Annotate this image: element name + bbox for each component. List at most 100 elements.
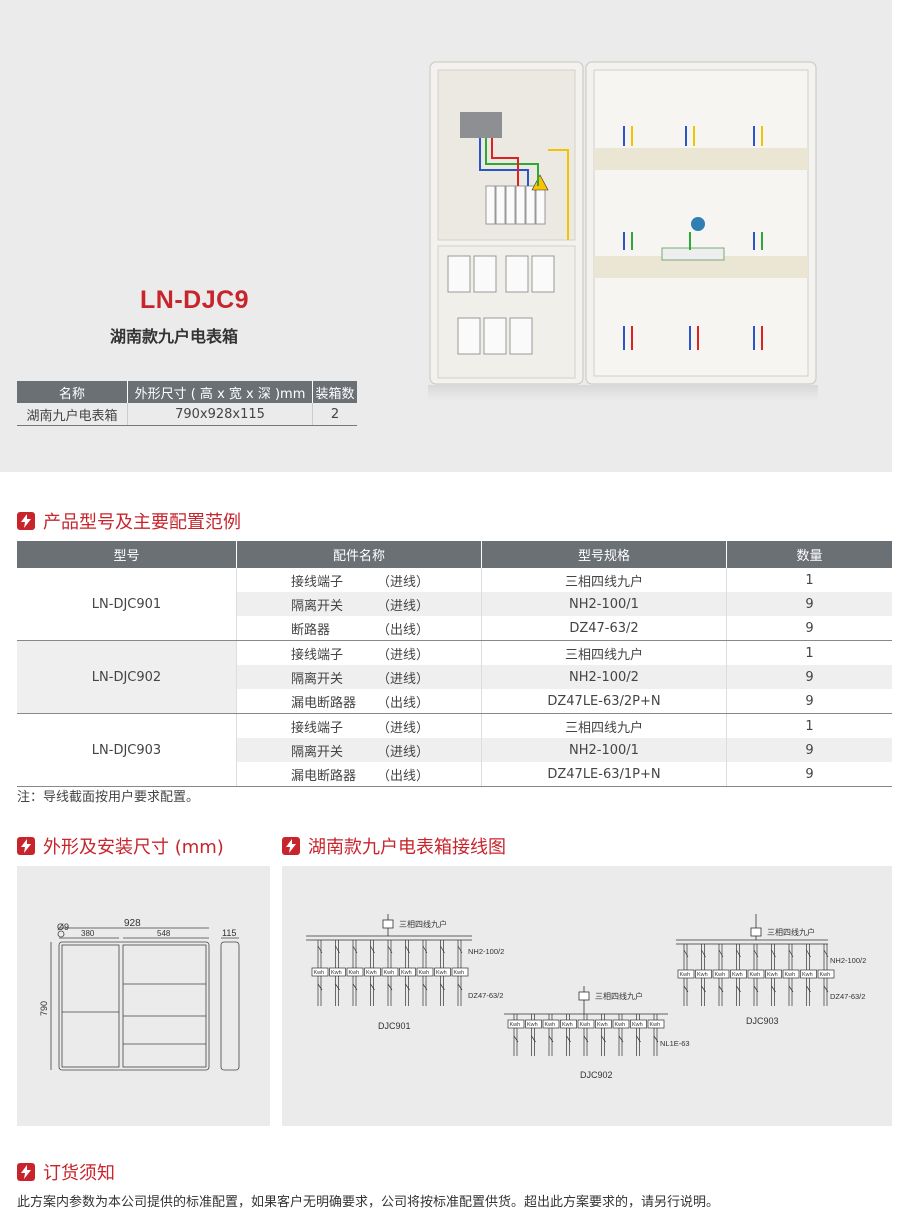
- part-cell: 漏电断路器 （出线）: [236, 762, 482, 787]
- meter-unit: Kwh: [817, 944, 835, 1006]
- meter-unit: Kwh: [782, 944, 800, 1006]
- lightning-icon: [17, 837, 35, 855]
- diameter-label: Ø9: [57, 922, 69, 932]
- part-kind: （出线）: [377, 695, 430, 711]
- config-header-part: 配件名称: [236, 541, 482, 568]
- meter-unit: Kwh: [525, 1014, 542, 1056]
- table-row: 湖南九户电表箱 790x928x115 2: [17, 403, 357, 426]
- table-row: 漏电断路器（出线） DZ47LE-63/2P+N 9: [17, 689, 892, 714]
- meter-unit: Kwh: [329, 940, 346, 1006]
- meter-label: Kwh: [366, 970, 377, 976]
- part-cell: 接线端子 （进线）: [236, 640, 482, 665]
- part-kind: （出线）: [377, 622, 430, 638]
- lightning-icon: [17, 1163, 35, 1181]
- part-name: 漏电断路器: [291, 695, 357, 711]
- left-width-label: 380: [81, 929, 95, 938]
- spec-cell: NH2-100/2: [481, 665, 727, 689]
- top-breaker-903: NH2-100/2: [830, 956, 866, 965]
- meter-unit: Kwh: [560, 1014, 577, 1056]
- table-row: 隔离开关（进线） NH2-100/2 9: [17, 665, 892, 689]
- qty-cell: 9: [726, 665, 892, 689]
- meter-label: Kwh: [562, 1022, 573, 1028]
- table-row: 断路器（出线） DZ47-63/2 9: [17, 616, 892, 641]
- part-name: 漏电断路器: [291, 768, 357, 784]
- spec-cell-pack: 2: [312, 403, 357, 426]
- section-title: 湖南款九户电表箱接线图: [308, 837, 506, 858]
- part-name: 隔离开关: [291, 744, 344, 760]
- spec-cell: NH2-100/1: [481, 592, 727, 616]
- spec-cell: NH2-100/1: [481, 738, 727, 762]
- meter-unit: Kwh: [765, 944, 782, 1006]
- inlet-label-903: 三相四线九户: [767, 927, 815, 937]
- qty-cell: 9: [726, 616, 892, 641]
- diagram-name-901: DJC901: [378, 1021, 411, 1031]
- table-row: 漏电断路器（出线） DZ47LE-63/1P+N 9: [17, 762, 892, 787]
- bottom-breaker-902: NL1E-63: [660, 1039, 690, 1048]
- table-row: 隔离开关（进线） NH2-100/1 9: [17, 592, 892, 616]
- meter-unit: Kwh: [381, 940, 399, 1006]
- meter-label: Kwh: [545, 1022, 556, 1028]
- meter-unit: Kwh: [630, 1014, 647, 1056]
- lightning-icon: [17, 512, 35, 530]
- model-cell: LN-DJC902: [17, 640, 237, 714]
- model-cell: LN-DJC903: [17, 713, 237, 787]
- part-cell: 隔离开关（进线）: [236, 665, 482, 689]
- qty-cell: 1: [726, 568, 892, 592]
- part-kind: （进线）: [377, 744, 430, 760]
- meter-unit: Kwh: [542, 1014, 560, 1056]
- meter-unit: Kwh: [595, 1014, 612, 1056]
- inlet-label-902: 三相四线九户: [595, 991, 643, 1001]
- meter-unit: Kwh: [451, 940, 469, 1006]
- meter-label: Kwh: [314, 970, 325, 976]
- meter-label: Kwh: [680, 972, 691, 978]
- qty-cell: 9: [726, 738, 892, 762]
- spec-cell: 三相四线九户: [481, 640, 727, 665]
- part-name: 接线端子: [291, 647, 344, 663]
- bottom-breaker-903: DZ47-63/2: [830, 992, 865, 1001]
- part-kind: （进线）: [377, 720, 430, 736]
- meter-unit: Kwh: [747, 944, 765, 1006]
- lightning-icon: [282, 837, 300, 855]
- meter-unit: Kwh: [346, 940, 364, 1006]
- spec-header-name: 名称: [17, 381, 128, 403]
- config-header-qty: 数量: [726, 541, 892, 568]
- section-title: 外形及安装尺寸 (mm): [43, 837, 224, 858]
- table-row: LN-DJC901 接线端子（进线） 三相四线九户 1: [17, 568, 892, 641]
- section-heading-wiring: 湖南款九户电表箱接线图: [282, 833, 506, 859]
- meter-label: Kwh: [454, 970, 465, 976]
- section-heading-config: 产品型号及主要配置范例: [17, 508, 241, 534]
- meter-unit: Kwh: [399, 940, 416, 1006]
- meter-label: Kwh: [580, 1022, 591, 1028]
- meter-label: Kwh: [349, 970, 360, 976]
- meter-label: Kwh: [785, 972, 796, 978]
- meter-label: Kwh: [510, 1022, 521, 1028]
- meter-label: Kwh: [650, 1022, 661, 1028]
- dimension-drawing-panel: Ø9 928 380 548 115 790: [17, 866, 270, 1126]
- inlet-label-901: 三相四线九户: [399, 919, 447, 929]
- meter-label: Kwh: [384, 970, 395, 976]
- part-name: 接线端子: [291, 574, 344, 590]
- config-header-spec: 型号规格: [481, 541, 727, 568]
- spec-cell: DZ47LE-63/1P+N: [481, 762, 727, 787]
- part-kind: （进线）: [377, 647, 430, 663]
- meter-unit: Kwh: [311, 940, 329, 1006]
- part-name: 隔离开关: [291, 598, 344, 614]
- meter-label: Kwh: [732, 972, 743, 978]
- product-name: 湖南款九户电表箱: [110, 327, 239, 346]
- part-kind: （出线）: [377, 768, 430, 784]
- product-code: LN-DJC9: [140, 286, 250, 314]
- meter-label: Kwh: [715, 972, 726, 978]
- meter-label: Kwh: [401, 970, 412, 976]
- qty-cell: 1: [726, 713, 892, 738]
- qty-cell: 1: [726, 640, 892, 665]
- bottom-breaker-901: DZ47-63/2: [468, 991, 503, 1000]
- dimension-drawing: Ø9 928 380 548 115 790: [39, 918, 240, 1071]
- meter-label: Kwh: [820, 972, 831, 978]
- meter-unit: Kwh: [800, 944, 817, 1006]
- part-name: 接线端子: [291, 720, 344, 736]
- depth-label: 115: [222, 928, 236, 938]
